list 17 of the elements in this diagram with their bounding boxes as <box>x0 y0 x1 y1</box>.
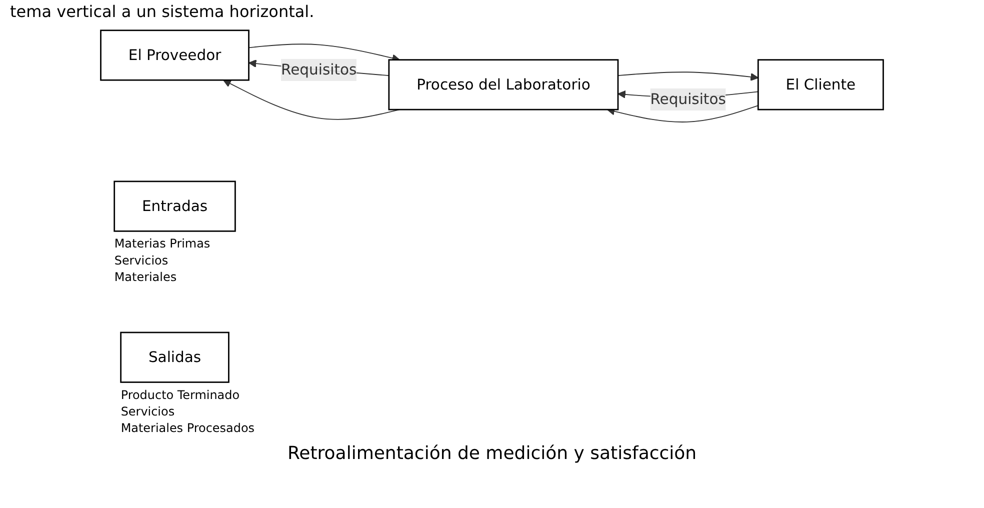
node-box: Entradas <box>114 180 236 232</box>
edge-label: Requisitos <box>650 90 726 108</box>
item-text: Servicios <box>120 404 175 418</box>
item-text: Materias Primas <box>114 236 210 251</box>
item-text: Materiales Procesados <box>120 420 254 435</box>
node-box: Proceso del Laboratorio <box>388 59 619 110</box>
arrow <box>606 105 759 122</box>
item-text: Servicios <box>114 253 168 268</box>
note-text: tema vertical a un sistema horizontal. <box>10 2 316 21</box>
node-box: Salidas <box>120 332 230 383</box>
item-text: Producto Terminado <box>120 388 240 402</box>
item-text: Materiales <box>114 270 177 284</box>
note-text: Retroalimentación de medición y satisfacción <box>286 443 698 464</box>
edge-label: Requisitos <box>281 60 357 78</box>
arrow <box>618 72 759 81</box>
node-box: El Proveedor <box>100 30 250 81</box>
node-box: El Cliente <box>757 59 884 110</box>
